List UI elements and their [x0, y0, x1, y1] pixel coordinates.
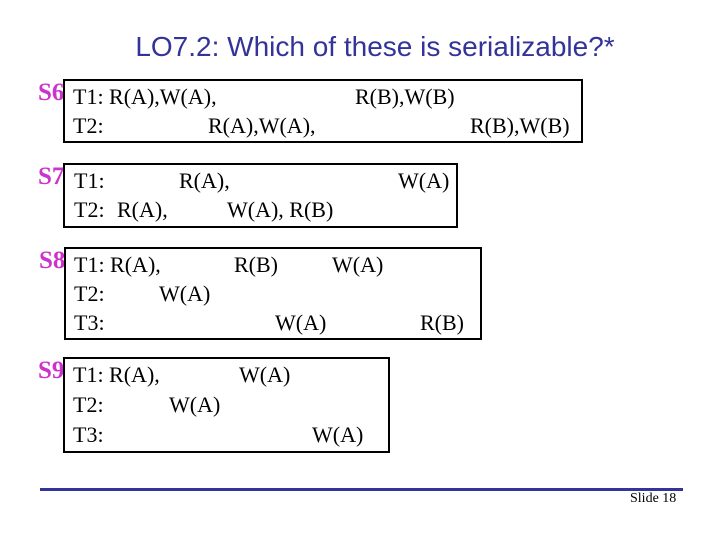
op-segment: R(B) — [420, 310, 464, 335]
op-segment: R(B),W(B) — [355, 84, 455, 109]
schedule-box-s7: T1: R(A), W(A) T2: R(A), W(A), R(B) — [63, 163, 458, 228]
schedule-box-s9: T1: R(A), W(A) T2: W(A) T3: W(A) — [63, 357, 390, 453]
schedule-row: T1: R(A),W(A), R(B),W(B) — [65, 83, 581, 112]
schedule-box-s6: T1: R(A),W(A), R(B),W(B) T2: R(A),W(A), … — [63, 79, 583, 143]
schedule-box-s8: T1: R(A), R(B) W(A) T2: W(A) T3: W(A) R(… — [64, 247, 482, 340]
op-segment: T1: — [74, 168, 105, 193]
schedule-row: T3: W(A) — [65, 421, 388, 451]
op-segment: T3: — [74, 310, 105, 335]
op-segment: T3: — [73, 422, 104, 447]
footer-rule — [40, 488, 683, 491]
op-segment: T2: — [74, 281, 105, 306]
schedule-label-s6: S6 — [38, 79, 65, 106]
schedule-row: T2: W(A) — [66, 280, 480, 309]
schedule-row: T3: W(A) R(B) — [66, 309, 480, 338]
schedule-row: T2: W(A) — [65, 391, 388, 421]
schedule-row: T2: R(A),W(A), R(B),W(B) — [65, 112, 581, 141]
schedule-row: T1: R(A), W(A) — [65, 361, 388, 391]
slide-number: Slide 18 — [630, 491, 677, 506]
op-segment: T2: — [73, 392, 104, 417]
schedule-label-s9: S9 — [38, 357, 65, 384]
op-segment: W(A) — [398, 168, 450, 193]
op-segment: T2: — [74, 197, 105, 222]
op-segment: R(A), — [117, 197, 168, 222]
op-segment: W(A), R(B) — [227, 197, 334, 222]
op-segment: W(A) — [332, 252, 384, 277]
page-title: LO7.2: Which of these is serializable?* — [135, 31, 615, 62]
op-segment: R(A),W(A), — [208, 113, 316, 138]
op-segment: W(A) — [169, 392, 221, 417]
schedule-row: T2: R(A), W(A), R(B) — [65, 196, 456, 225]
op-segment: T1: R(A),W(A), — [73, 84, 217, 109]
op-segment: W(A) — [312, 422, 364, 447]
schedule-row: T1: R(A), R(B) W(A) — [66, 251, 480, 280]
op-segment: R(A), — [179, 168, 230, 193]
schedule-label-s8: S8 — [39, 247, 66, 274]
op-segment: W(A) — [159, 281, 211, 306]
op-segment: T1: R(A), — [73, 362, 160, 387]
op-segment: W(A) — [239, 362, 291, 387]
op-segment: T2: — [73, 113, 104, 138]
schedule-label-s7: S7 — [38, 163, 65, 190]
op-segment: T1: R(A), — [74, 252, 161, 277]
op-segment: W(A) — [275, 310, 327, 335]
op-segment: R(B),W(B) — [470, 113, 570, 138]
schedule-row: T1: R(A), W(A) — [65, 167, 456, 196]
op-segment: R(B) — [234, 252, 278, 277]
